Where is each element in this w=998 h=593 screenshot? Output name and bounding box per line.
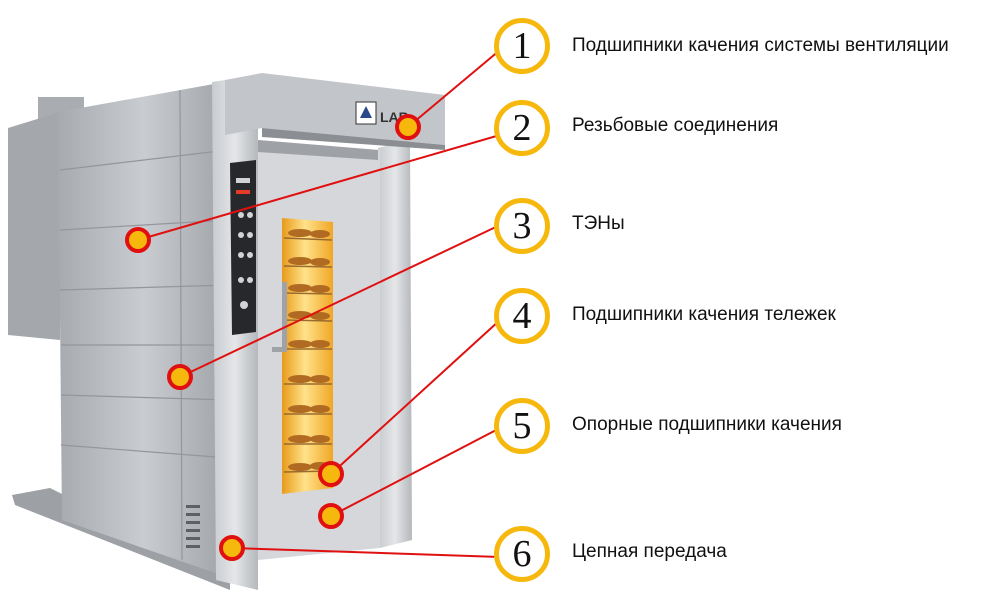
marker-2	[125, 227, 151, 253]
oven-body: LAB	[8, 73, 445, 590]
callout-label-5: Опорные подшипники качения	[572, 414, 842, 435]
marker-1	[395, 114, 421, 140]
leader-line-1	[407, 49, 501, 128]
marker-4	[318, 461, 344, 487]
callout-label-3: ТЭНы	[572, 213, 625, 234]
leader-lines	[137, 49, 501, 558]
leader-line-2	[137, 134, 501, 241]
callout-number-5: 5	[494, 398, 550, 454]
callout-number-3: 3	[494, 198, 550, 254]
callout-number-6: 6	[494, 526, 550, 582]
callout-number-2-text: 2	[512, 107, 532, 149]
callout-label-4: Подшипники качения тележек	[572, 304, 836, 325]
callout-number-4: 4	[494, 288, 550, 344]
callout-label-6: Цепная передача	[572, 541, 727, 562]
callout-number-1: 1	[494, 18, 550, 74]
callout-label-2: Резьбовые соединения	[572, 115, 779, 136]
marker-5	[318, 503, 344, 529]
callout-number-4-text: 4	[512, 295, 532, 337]
marker-3	[167, 364, 193, 390]
leader-line-4	[330, 319, 501, 475]
callout-number-5-text: 5	[512, 405, 532, 447]
leader-line-5	[330, 427, 501, 517]
leader-line-6	[231, 547, 501, 558]
callout-number-1-text: 1	[512, 25, 532, 67]
callout-number-2: 2	[494, 100, 550, 156]
marker-6	[219, 535, 245, 561]
callout-label-1: Подшипники качения системы вентиляции	[572, 35, 949, 56]
callout-number-6-text: 6	[512, 533, 532, 575]
markers	[125, 114, 421, 561]
callout-number-3-text: 3	[512, 205, 532, 247]
leader-line-3	[179, 224, 501, 378]
